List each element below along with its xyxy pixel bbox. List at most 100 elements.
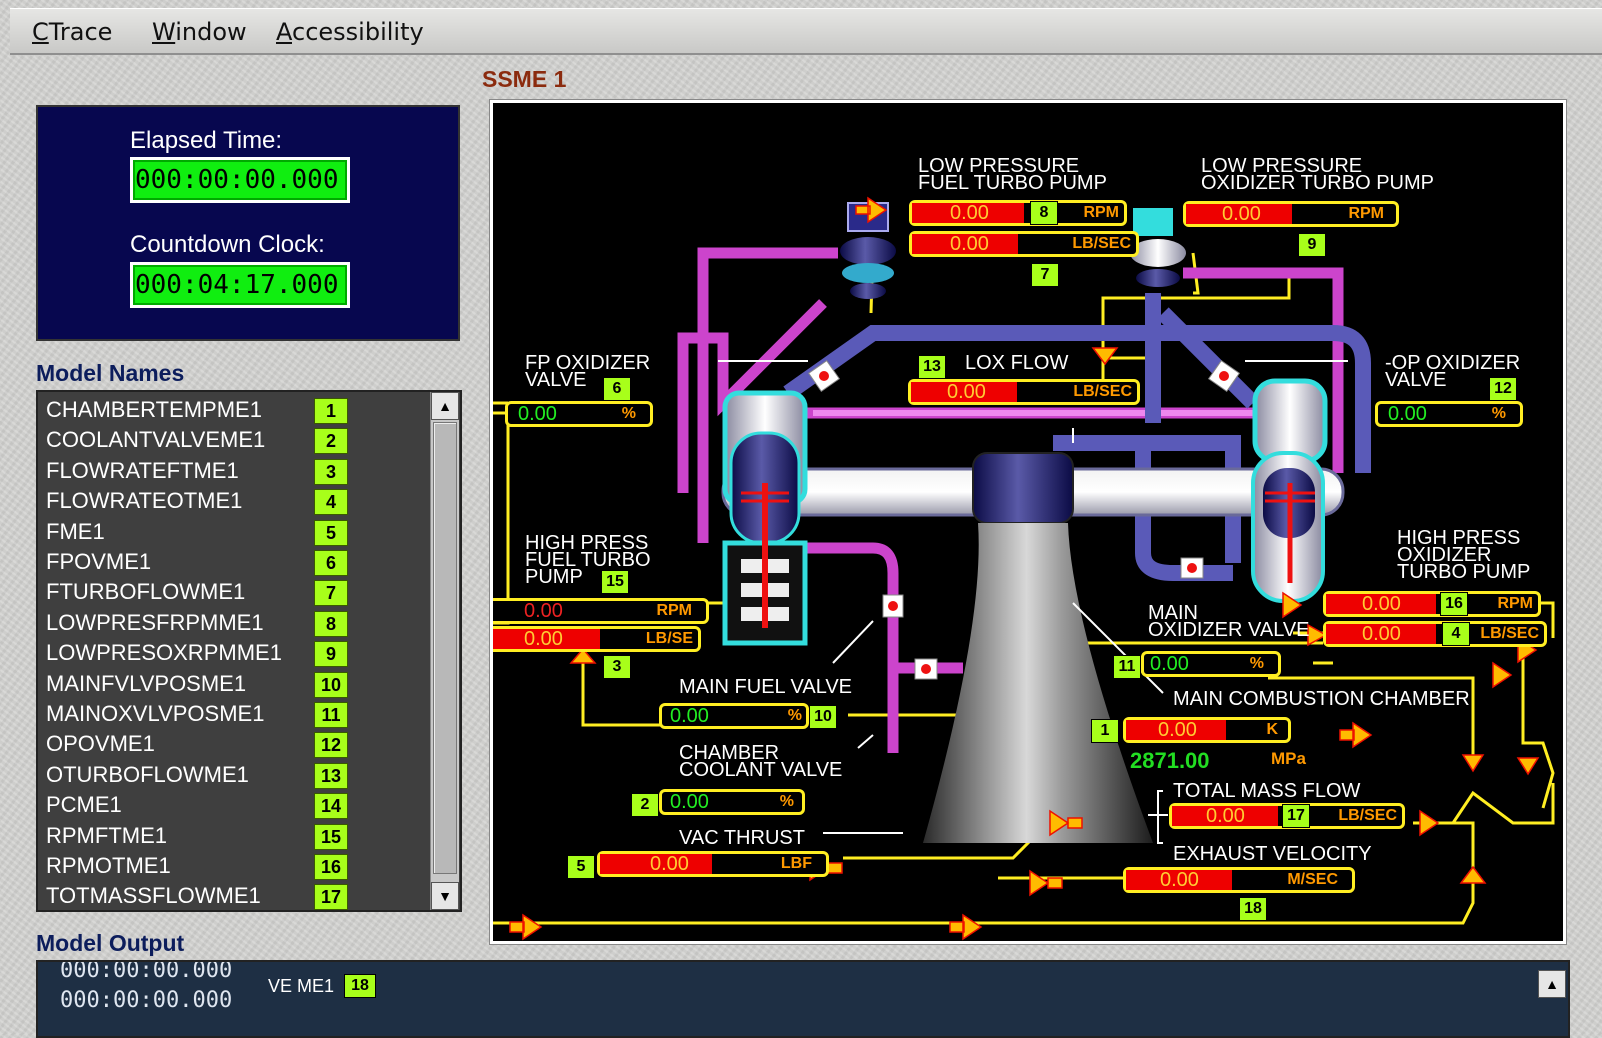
tag-7: 7 xyxy=(1031,263,1059,287)
clock-panel: Elapsed Time: 000:00:00.000 Countdown Cl… xyxy=(36,105,460,341)
model-name: OTURBOFLOWME1 xyxy=(46,761,249,787)
menu-bar: CTrace Window Accessibility xyxy=(10,8,1602,55)
vac-thrust-label: VAC THRUST xyxy=(679,827,805,849)
menu-accessibility[interactable]: Accessibility xyxy=(276,18,424,46)
gauge-lpf-rpm: 0.00 8 RPM xyxy=(909,200,1127,226)
model-name: OPOVME1 xyxy=(46,731,155,757)
gauge-mov: 0.00 % xyxy=(1141,651,1281,677)
gauge-vac-thrust: 0.00 LBF xyxy=(597,851,829,877)
model-name: TOTMASSFLOWME1 xyxy=(46,883,261,909)
model-list-item[interactable]: RPMFTME1 15 xyxy=(46,821,348,851)
tag-18: 18 xyxy=(1239,897,1267,921)
model-name: CHAMBERTEMPME1 xyxy=(46,397,262,422)
model-number-badge: 5 xyxy=(314,519,348,546)
gauge-hpo-flow: 0.00 4 LB/SEC xyxy=(1323,621,1547,647)
scroll-down-button[interactable]: ▼ xyxy=(431,882,459,910)
gauge-fpov: 0.00 % xyxy=(505,401,653,427)
model-number-badge: 13 xyxy=(314,762,348,789)
countdown-clock-value: 000:04:17.000 xyxy=(130,262,350,308)
output-fragment: VE ME1 xyxy=(268,976,335,996)
tag-15: 15 xyxy=(601,570,629,594)
model-name: RPMFTME1 xyxy=(46,822,167,848)
gauge-lpo-rpm: 0.00 RPM xyxy=(1183,201,1399,227)
valve-shapes xyxy=(807,359,1241,680)
lox-flow-label: LOX FLOW xyxy=(965,352,1069,374)
mcc-label: MAIN COMBUSTION CHAMBER xyxy=(1173,688,1470,710)
model-list-item[interactable]: FLOWRATEFTME1 3 xyxy=(46,456,348,486)
model-number-badge: 16 xyxy=(314,854,348,880)
tag-6: 6 xyxy=(603,377,631,401)
model-list-scrollbar[interactable]: ▲ ▼ xyxy=(430,392,459,910)
model-output-panel[interactable]: 000:00:00.000 000:00:00.000 VE ME1 18 ▲ xyxy=(36,960,1570,1038)
model-number-badge: 3 xyxy=(314,458,348,485)
model-number-badge: 2 xyxy=(314,428,348,455)
model-list-item[interactable]: TOTMASSFLOWME1 17 xyxy=(46,881,348,911)
gauge-hpo-rpm: 0.00 16 RPM xyxy=(1323,591,1541,617)
gauge-chamber-temp: 0.00 K xyxy=(1123,717,1291,743)
model-number-badge: 15 xyxy=(314,823,348,850)
model-names-title: Model Names xyxy=(36,360,185,386)
ev-label: EXHAUST VELOCITY xyxy=(1173,843,1372,865)
tag-11: 11 xyxy=(1113,655,1141,679)
scroll-thumb[interactable] xyxy=(433,422,457,874)
gauge-hpf-flow: 0.00 LB/SE xyxy=(493,626,701,652)
model-list-item[interactable]: MAINOXVLVPOSME1 11 xyxy=(46,699,348,729)
tag-10: 10 xyxy=(809,705,837,729)
gauge-coolant: 0.00 % xyxy=(659,789,805,815)
model-number-badge: 6 xyxy=(314,550,348,576)
tag-1: 1 xyxy=(1091,719,1119,743)
model-list-item[interactable]: FPOVME1 6 xyxy=(46,547,348,577)
model-list-item[interactable]: FTURBOFLOWME1 7 xyxy=(46,577,348,607)
model-name: FTURBOFLOWME1 xyxy=(46,579,246,605)
high-pressure-fuel-pump-shape xyxy=(722,390,808,646)
menu-ctrace[interactable]: CTrace xyxy=(32,18,113,46)
model-name: FPOVME1 xyxy=(46,549,152,574)
model-number-badge: 1 xyxy=(314,398,348,424)
tmf-label: TOTAL MASS FLOW xyxy=(1173,780,1361,802)
elapsed-time-label: Elapsed Time: xyxy=(130,127,283,154)
scroll-up-button[interactable]: ▲ xyxy=(431,392,459,420)
model-list-item[interactable]: CHAMBERTEMPME1 1 xyxy=(46,395,348,425)
model-number-badge: 12 xyxy=(314,732,348,759)
model-number-badge: 7 xyxy=(314,580,348,607)
countdown-clock-label: Countdown Clock: xyxy=(130,231,325,258)
model-number-badge: 14 xyxy=(314,793,348,820)
model-list-item[interactable]: OPOVME1 12 xyxy=(46,729,348,759)
tag-5: 5 xyxy=(567,855,595,879)
tag-12: 12 xyxy=(1489,377,1517,401)
model-list-item[interactable]: MAINFVLVPOSME1 10 xyxy=(46,669,348,699)
model-name: FLOWRATEFTME1 xyxy=(46,457,239,483)
gauge-hpf-rpm: 0.00 RPM xyxy=(493,598,709,624)
model-name: MAINFVLVPOSME1 xyxy=(46,670,247,696)
model-number-badge: 11 xyxy=(314,702,348,728)
model-number-badge: 8 xyxy=(314,610,348,637)
output-tag: 18 xyxy=(344,974,376,998)
panel-title: SSME 1 xyxy=(482,66,567,92)
model-name: FLOWRATEOTME1 xyxy=(46,488,243,514)
output-scroll-up-button[interactable]: ▲ xyxy=(1538,970,1566,998)
model-output-title: Model Output xyxy=(36,930,185,956)
model-number-badge: 17 xyxy=(314,884,348,911)
model-name: FME1 xyxy=(46,518,105,544)
model-list-item[interactable]: FME1 5 xyxy=(46,517,348,547)
model-list-item[interactable]: OTURBOFLOWME1 13 xyxy=(46,760,348,790)
menu-window[interactable]: Window xyxy=(152,18,247,46)
gauge-tmf: 0.00 17 LB/SEC xyxy=(1169,803,1405,829)
model-number-badge: 10 xyxy=(314,671,348,698)
model-name: MAINOXVLVPOSME1 xyxy=(46,701,265,726)
gauge-opov: 0.00 % xyxy=(1375,401,1523,427)
gauge-mfv: 0.00 % xyxy=(659,703,809,729)
